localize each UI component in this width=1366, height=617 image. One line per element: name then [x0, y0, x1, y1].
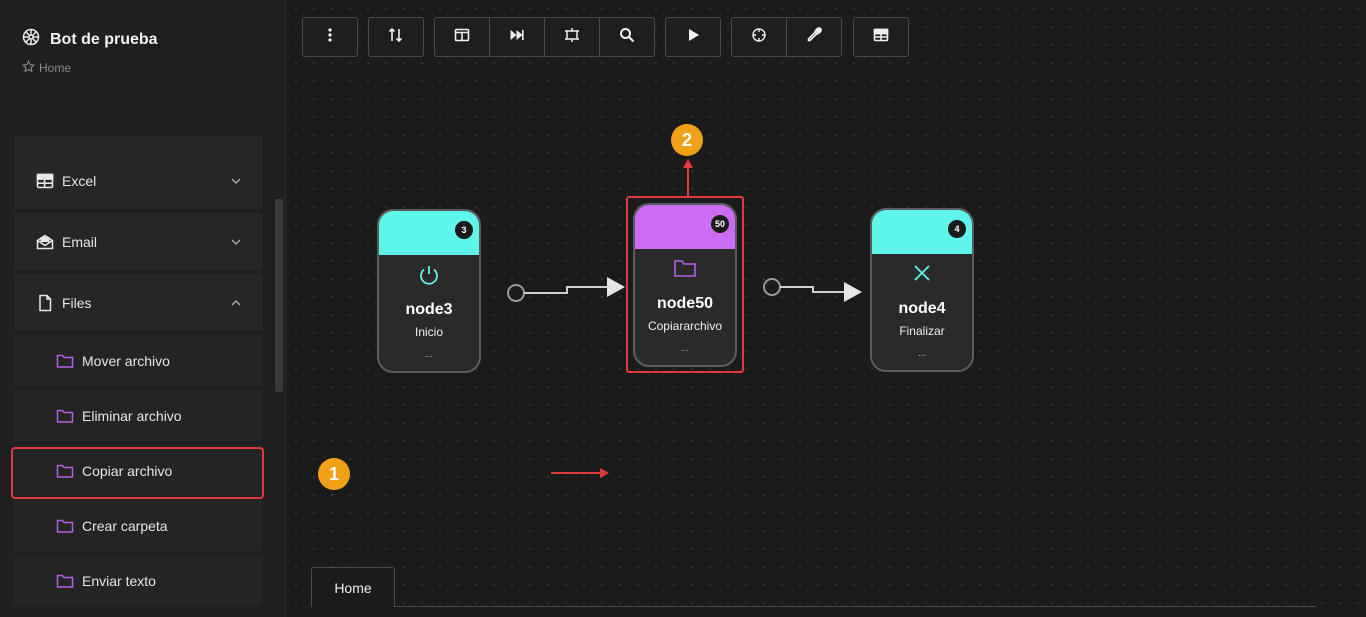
folder-icon	[56, 573, 74, 589]
star-icon[interactable]	[21, 59, 36, 76]
step-badge-1: 1	[318, 458, 350, 490]
kebab-menu-icon	[322, 27, 338, 48]
sidebar-scrollbar[interactable]	[275, 199, 283, 392]
category-label: Email	[62, 233, 98, 250]
layout-button[interactable]	[434, 17, 490, 57]
chevron-down-icon[interactable]	[230, 235, 242, 247]
component-menu: Excel Email Files	[14, 136, 262, 610]
search-button[interactable]	[599, 17, 655, 57]
node-title: node4	[898, 300, 946, 317]
menu-item-mover-archivo[interactable]: Mover archivo	[14, 335, 262, 386]
category-email[interactable]: Email	[14, 213, 262, 270]
menu-item-enviar-texto[interactable]: Enviar texto	[14, 555, 262, 606]
category-label: Excel	[62, 172, 97, 189]
flow-node-node3[interactable]: 3 node3 Inicio ...	[377, 209, 481, 373]
folder-icon	[56, 353, 74, 369]
table-icon	[873, 27, 889, 48]
run-button[interactable]	[665, 17, 721, 57]
table-view-button[interactable]	[853, 17, 909, 57]
flow-canvas[interactable]: 3 node3 Inicio ... 50 node50 Copiararchi…	[287, 0, 1366, 617]
window-panel-icon	[454, 27, 470, 48]
node-subtitle: Copiararchivo	[647, 319, 723, 333]
flow-node-node50[interactable]: 50 node50 Copiararchivo ...	[633, 203, 737, 367]
node-more[interactable]: ...	[680, 343, 690, 354]
breadcrumb[interactable]: Home	[21, 59, 72, 76]
chevron-down-icon[interactable]	[230, 174, 242, 186]
annotation-arrow-1	[551, 468, 609, 478]
menu-item-crear-carpeta[interactable]: Crear carpeta	[14, 500, 262, 551]
file-icon	[36, 294, 54, 312]
menu-item-label: Eliminar archivo	[82, 407, 182, 424]
steering-wheel-icon	[22, 28, 40, 51]
category-files[interactable]: Files	[14, 274, 262, 331]
node-id-badge: 50	[711, 215, 729, 233]
category-label: Files	[62, 294, 92, 311]
folder-icon	[56, 408, 74, 424]
node-more[interactable]: ...	[917, 348, 927, 359]
edge-node50-node4[interactable]	[763, 278, 862, 302]
node-title: node50	[656, 295, 713, 312]
app-title: Bot de prueba	[22, 28, 158, 51]
step-badge-2: 2	[671, 124, 703, 156]
envelope-open-icon	[36, 233, 54, 251]
category-excel[interactable]: Excel	[14, 152, 262, 209]
edge-node3-node50[interactable]	[507, 277, 625, 302]
sidebar: Bot de prueba Home Excel Email	[0, 0, 286, 617]
skip-forward-button[interactable]	[489, 17, 545, 57]
sort-button[interactable]	[368, 17, 424, 57]
breadcrumb-home[interactable]: Home	[39, 61, 72, 75]
crosshair-icon	[751, 27, 767, 48]
close-icon	[872, 262, 972, 284]
folder-icon	[56, 518, 74, 534]
node-title: node3	[405, 301, 453, 318]
tab-home[interactable]: Home	[311, 567, 395, 607]
node-id-badge: 3	[455, 221, 473, 239]
power-icon	[379, 263, 479, 287]
menu-item-partial	[14, 136, 262, 152]
menu-item-label: Mover archivo	[82, 352, 170, 369]
app-title-text: Bot de prueba	[50, 30, 158, 48]
eyedropper-icon	[806, 26, 822, 48]
eyedropper-button[interactable]	[786, 17, 842, 57]
menu-item-label: Crear carpeta	[82, 517, 168, 534]
target-button[interactable]	[731, 17, 787, 57]
node-id-badge: 4	[948, 220, 966, 238]
fit-view-button[interactable]	[544, 17, 600, 57]
node-more[interactable]: ...	[424, 349, 434, 360]
sort-icon	[388, 27, 404, 48]
menu-item-label: Copiar archivo	[82, 462, 173, 479]
menu-item-eliminar-archivo[interactable]: Eliminar archivo	[14, 390, 262, 441]
search-icon	[619, 27, 635, 48]
fast-forward-icon	[509, 27, 525, 48]
tab-bar: Home	[311, 567, 1316, 607]
table-icon	[36, 172, 54, 190]
folder-icon	[56, 463, 74, 479]
play-icon	[685, 27, 701, 48]
flow-node-node4[interactable]: 4 node4 Finalizar ...	[870, 208, 974, 372]
annotation-arrow-2	[683, 159, 693, 196]
menu-item-label: Enviar texto	[82, 572, 156, 589]
menu-item-copiar-archivo[interactable]: Copiar archivo	[14, 445, 262, 496]
transform-icon	[564, 27, 580, 48]
node-subtitle: Finalizar	[899, 324, 945, 338]
chevron-up-icon[interactable]	[230, 296, 242, 308]
folder-icon	[635, 257, 735, 279]
node-subtitle: Inicio	[414, 325, 443, 339]
more-options-button[interactable]	[302, 17, 358, 57]
